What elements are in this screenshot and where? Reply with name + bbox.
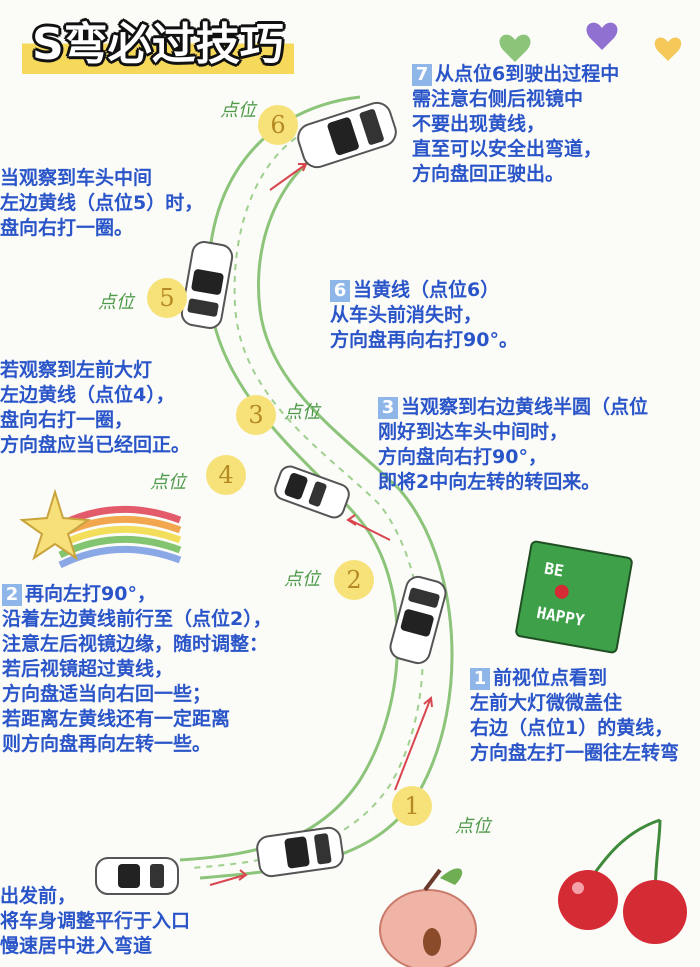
car-2: [389, 575, 447, 665]
rainbow-star-decoration: [19, 488, 182, 569]
cherries-decoration: [558, 818, 687, 944]
point-label-3: 点位: [284, 402, 320, 423]
note-step-1-line: 右边（点位1）的黄线，: [470, 717, 674, 739]
point-label-5: 点位: [98, 292, 134, 313]
point-marker-2: 2: [334, 560, 374, 600]
road-centre-guide: [189, 119, 424, 869]
car-1: [256, 826, 344, 878]
step-number-badge: 3: [378, 397, 398, 419]
note-step-2-line: 再向左打90°，: [25, 583, 156, 605]
note-start-line: 出发前，: [0, 885, 77, 907]
car-3: [274, 465, 350, 519]
note-step-2-line: 方向盘适当向右回一些；: [2, 683, 212, 705]
note-step-2-line: 沿着左边黄线前行至（点位2），: [2, 608, 272, 630]
note-start-line: 慢速居中进入弯道: [0, 935, 153, 957]
road-edge-left: [179, 95, 399, 862]
note-step-6-line: 当黄线（点位6）: [353, 279, 500, 301]
note-step-6-line: 从车头前消失时，: [330, 304, 483, 326]
note-step-3-line: 刚好到达车头中间时，: [378, 421, 569, 443]
point-marker-5: 5: [147, 278, 187, 318]
car-6: [297, 101, 397, 169]
apple-icon: [553, 583, 570, 600]
car-5: [180, 241, 234, 329]
point-marker-1: 1: [392, 786, 432, 826]
point-label-1: 点位: [455, 816, 491, 837]
note-step-7-line: 不要出现黄线，: [412, 113, 546, 135]
note-step-2-line: 若距离左黄线还有一定距离: [2, 708, 231, 730]
step-number-badge: 6: [330, 280, 350, 302]
note-step-5-line: 盘向右打一圈。: [0, 217, 134, 239]
note-step-1-line: 前视位点看到: [493, 667, 608, 689]
note-step-4: 若观察到左前大灯 左边黄线（点位4）， 盘向右打一圈， 方向盘应当已经回正。: [0, 358, 190, 458]
step-number-badge: 2: [2, 584, 22, 606]
note-step-1-line: 左前大灯微微盖住: [470, 692, 623, 714]
note-step-6-line: 方向盘再向右打90°。: [330, 329, 518, 351]
note-step-5: 当观察到车头中间 左边黄线（点位5）时， 盘向右打一圈。: [0, 166, 203, 241]
note-step-7-line: 直至可以安全出弯道，: [412, 138, 603, 160]
step-number-badge: 1: [470, 668, 490, 690]
note-step-2-line: 注意左后视镜边缘，随时调整：: [2, 633, 269, 655]
point-label-6: 点位: [220, 100, 256, 121]
point-marker-3: 3: [236, 395, 276, 435]
note-step-2-line: 若后视镜超过黄线，: [2, 658, 174, 680]
note-step-7-line: 方向盘回正驶出。: [412, 163, 565, 185]
road-edge-right: [199, 133, 454, 880]
note-start-line: 将车身调整平行于入口: [0, 910, 191, 932]
page-title: S弯必过技巧: [22, 6, 294, 74]
point-label-2: 点位: [284, 569, 320, 590]
peach-decoration: [379, 868, 477, 967]
be-happy-sticker: BE HAPPY: [514, 539, 634, 655]
note-step-5-line: 当观察到车头中间: [0, 167, 153, 189]
note-step-7-line: 从点位6到驶出过程中: [435, 63, 620, 85]
note-step-3-line: 当观察到右边黄线半圆（点位: [401, 396, 649, 418]
note-step-4-line: 方向盘应当已经回正。: [0, 434, 191, 456]
note-step-5-line: 左边黄线（点位5）时，: [0, 192, 204, 214]
note-step-3-line: 即将2中向左转的转回来。: [378, 471, 601, 493]
note-step-2-line: 则方向盘再向左转一些。: [2, 733, 212, 755]
direction-arrows: [209, 163, 433, 886]
car-start: [95, 857, 179, 895]
note-step-4-line: 盘向右打一圈，: [0, 409, 134, 431]
note-step-4-line: 若观察到左前大灯: [0, 359, 153, 381]
step-number-badge: 7: [412, 64, 432, 86]
point-label-4: 点位: [150, 472, 186, 493]
note-step-4-line: 左边黄线（点位4），: [0, 384, 175, 406]
note-step-1-line: 方向盘左打一圈往左转弯: [470, 742, 680, 764]
point-marker-4: 4: [206, 455, 246, 495]
sticker-text: HAPPY: [535, 602, 586, 630]
note-start: 出发前， 将车身调整平行于入口 慢速居中进入弯道: [0, 884, 190, 959]
note-step-3-line: 方向盘向右打90°，: [378, 446, 547, 468]
note-step-7-line: 需注意右侧后视镜中: [412, 88, 584, 110]
point-marker-6: 6: [258, 105, 298, 145]
heart-decorations: [499, 22, 682, 62]
